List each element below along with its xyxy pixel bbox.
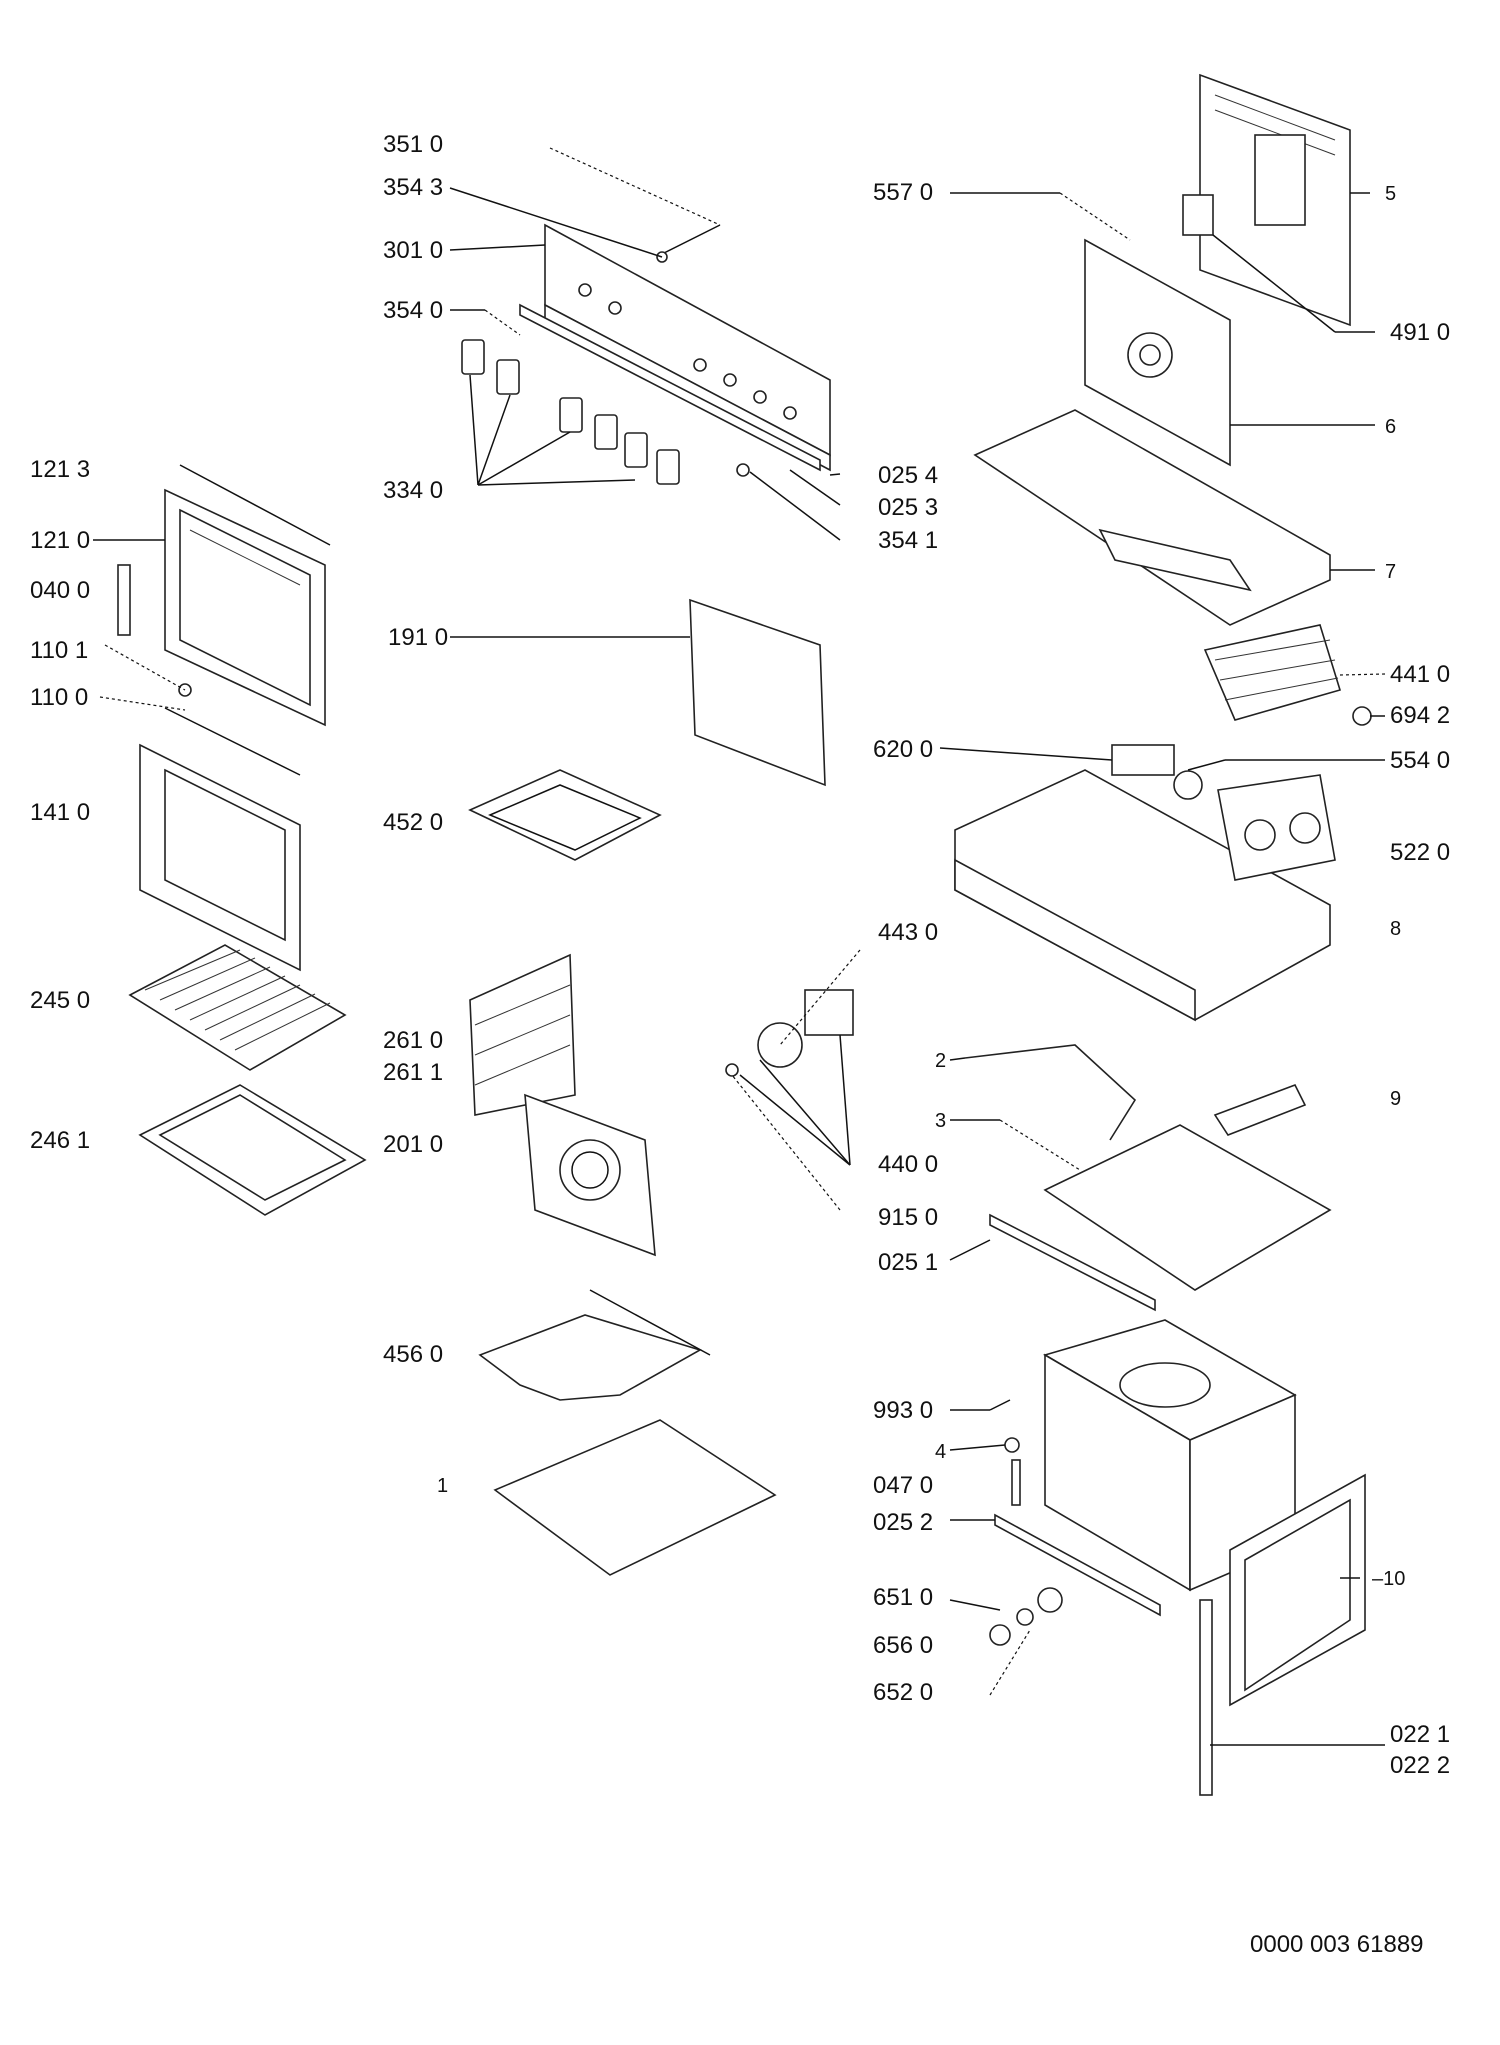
oven-rack: [128, 944, 347, 1071]
label-9: 9: [1390, 1088, 1401, 1110]
label-522-0: 522 0: [1390, 839, 1450, 866]
label-652-0: 652 0: [873, 1679, 933, 1706]
label-025-3: 025 3: [878, 494, 938, 521]
label-354-0: 354 0: [383, 297, 443, 324]
label-694-2: 694 2: [1390, 702, 1450, 729]
label-201-0: 201 0: [383, 1131, 443, 1158]
label-022-2: 022 2: [1390, 1752, 1450, 1779]
label-5: 5: [1385, 183, 1396, 205]
label-141-0: 141 0: [30, 799, 90, 826]
label-7: 7: [1385, 561, 1396, 583]
label-121-3: 121 3: [30, 456, 90, 483]
label-040-0: 040 0: [30, 577, 90, 604]
label-025-4: 025 4: [878, 462, 938, 489]
label-557-0: 557 0: [873, 179, 933, 206]
label-8: 8: [1390, 918, 1401, 940]
label-025-2: 025 2: [873, 1509, 933, 1536]
label-554-0: 554 0: [1390, 747, 1450, 774]
label-245-0: 245 0: [30, 987, 90, 1014]
label-261-0: 261 0: [383, 1027, 443, 1054]
label-1: 1: [437, 1475, 448, 1497]
label-4: 4: [935, 1441, 946, 1463]
label-191-0: 191 0: [388, 624, 448, 651]
label-121-0: 121 0: [30, 527, 90, 554]
label-452-0: 452 0: [383, 809, 443, 836]
document-id: 0000 003 61889: [1250, 1931, 1424, 1958]
label-022-1: 022 1: [1390, 1721, 1450, 1748]
label-10: –10: [1372, 1568, 1405, 1590]
label-491-0: 491 0: [1390, 319, 1450, 346]
control-box-group: [954, 744, 1336, 1022]
leader-lines: [93, 147, 1386, 1746]
label-354-3: 354 3: [383, 174, 443, 201]
label-2: 2: [935, 1050, 946, 1072]
label-440-0: 440 0: [878, 1151, 938, 1178]
door-group: [117, 464, 331, 972]
part-labels: 351 0 354 3 301 0 354 0 334 0 025 4 025 …: [30, 131, 1450, 1779]
rear-panel-group: [973, 73, 1372, 726]
label-025-1: 025 1: [878, 1249, 938, 1276]
center-parts-group: [468, 598, 854, 1576]
label-334-0: 334 0: [383, 477, 443, 504]
base-plate-group: [964, 1044, 1332, 1312]
label-261-1: 261 1: [383, 1059, 443, 1086]
knob-group: [461, 339, 680, 485]
label-047-0: 047 0: [873, 1472, 933, 1499]
label-110-0: 110 0: [30, 684, 88, 711]
control-panel-group: [461, 223, 831, 485]
label-6: 6: [1385, 416, 1396, 438]
label-351-0: 351 0: [383, 131, 443, 158]
label-301-0: 301 0: [383, 237, 443, 264]
label-354-1: 354 1: [878, 527, 938, 554]
baking-tray: [138, 1084, 367, 1216]
label-110-1: 110 1: [30, 637, 88, 664]
label-656-0: 656 0: [873, 1632, 933, 1659]
label-993-0: 993 0: [873, 1397, 933, 1424]
label-915-0: 915 0: [878, 1204, 938, 1231]
label-651-0: 651 0: [873, 1584, 933, 1611]
label-3: 3: [935, 1110, 946, 1132]
label-441-0: 441 0: [1390, 661, 1450, 688]
label-246-1: 246 1: [30, 1127, 90, 1154]
oven-cavity-group: [989, 1319, 1366, 1796]
label-456-0: 456 0: [383, 1341, 443, 1368]
label-620-0: 620 0: [873, 736, 933, 763]
label-443-0: 443 0: [878, 919, 938, 946]
